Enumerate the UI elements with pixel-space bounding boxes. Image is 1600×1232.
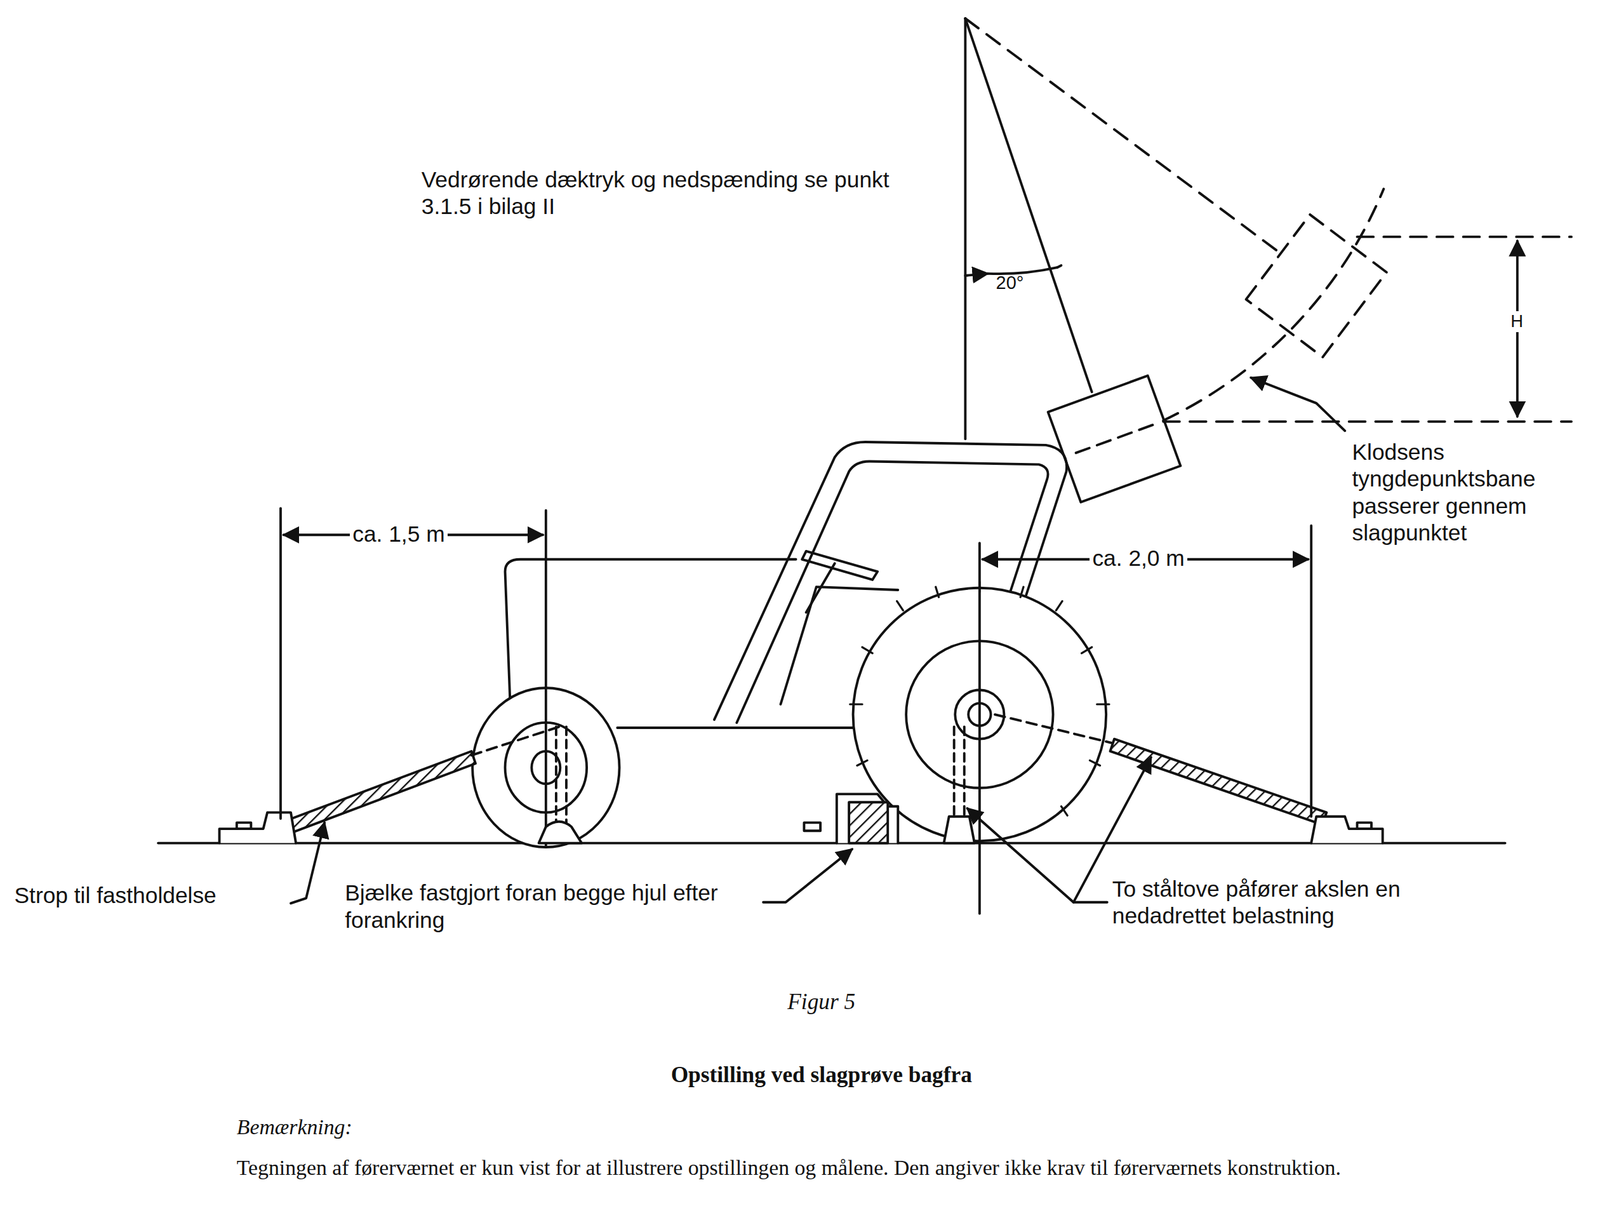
dimension-label: ca. 2,0 m [1089, 544, 1187, 572]
dimension-lines [280, 507, 1312, 819]
pendulum [965, 18, 1181, 503]
pendulum-raised-dashed [965, 18, 1572, 422]
height-dimension [1250, 240, 1517, 431]
callout-text: To ståltove påfører akslen en nedadrette… [1112, 875, 1501, 930]
tractor [472, 441, 1110, 847]
callout-text: Bjælke fastgjort foran begge hjul efter … [344, 879, 764, 934]
callout-text: Strop til fastholdelse [14, 881, 217, 909]
wheel-beam [803, 793, 898, 843]
remark-text: Tegningen af førerværnet er kun vist for… [236, 1154, 1421, 1181]
tie-downs [219, 714, 1383, 844]
front-axle-line [544, 510, 548, 847]
dimension-label: H [1507, 311, 1526, 333]
angle-label: 20° [996, 271, 1025, 294]
note-text: Vedrørende dæktryk og nedspænding se pun… [421, 166, 901, 221]
dimension-label: ca. 1,5 m [349, 520, 447, 548]
figure-caption: Figur 5 [787, 987, 856, 1015]
figure-title: Opstilling ved slagprøve bagfra [671, 1060, 973, 1088]
callout-text: Klodsens tyngdepunktsbane passerer genne… [1351, 438, 1572, 547]
remark-heading: Bemærkning: [236, 1114, 353, 1141]
ground-line [158, 841, 1505, 845]
rear-axle-line [978, 542, 981, 914]
